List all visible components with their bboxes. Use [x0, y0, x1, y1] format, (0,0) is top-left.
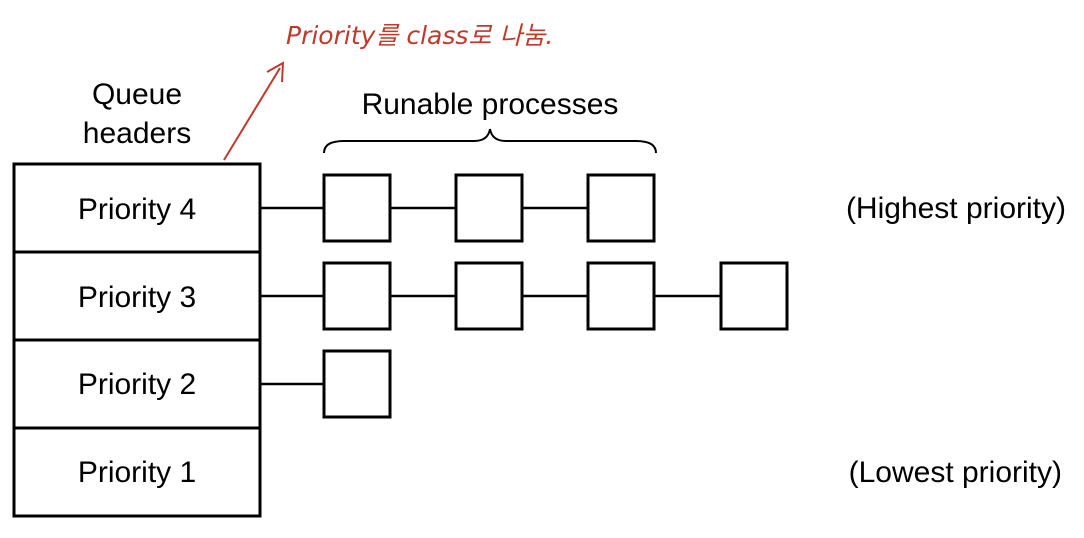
- queue-header-row-0: Priority 4: [12, 162, 262, 254]
- handwritten-annotation: Priority를 class로 나눔.: [286, 21, 553, 50]
- queue-header-box: [12, 426, 262, 518]
- process-box: [322, 173, 392, 243]
- process-box: [454, 173, 524, 243]
- annotation-arrowhead-icon: [266, 61, 285, 83]
- highest-priority-note: (Highest priority): [846, 192, 1066, 225]
- queue-header-box: [12, 250, 262, 342]
- process-chain-row-0: [260, 173, 656, 243]
- annotation-arrow: [223, 67, 281, 161]
- queue-header-label: Priority 4: [78, 193, 196, 226]
- queue-headers-title-line2: headers: [83, 117, 191, 150]
- queue-header-label: Priority 1: [78, 456, 196, 489]
- queue-header-label: Priority 2: [78, 368, 196, 401]
- process-box: [586, 173, 656, 243]
- process-box: [454, 261, 524, 331]
- queue-header-row-2: Priority 2: [12, 338, 262, 430]
- queue-header-box: [12, 162, 262, 254]
- queue-header-label: Priority 3: [78, 281, 196, 314]
- queue-headers-title-line1: Queue: [92, 78, 182, 111]
- process-chain-row-1: [260, 261, 789, 331]
- process-box: [322, 261, 392, 331]
- runnable-processes-label: Runable processes: [362, 88, 619, 121]
- lowest-priority-note: (Lowest priority): [849, 456, 1062, 489]
- process-box: [586, 261, 656, 331]
- process-chain-row-2: [260, 349, 392, 419]
- process-chains: [260, 173, 789, 419]
- runnable-processes-brace: [323, 128, 657, 154]
- queue-header-row-3: Priority 1: [12, 426, 262, 518]
- process-box: [719, 261, 789, 331]
- queue-header-row-1: Priority 3: [12, 250, 262, 342]
- process-box: [322, 349, 392, 419]
